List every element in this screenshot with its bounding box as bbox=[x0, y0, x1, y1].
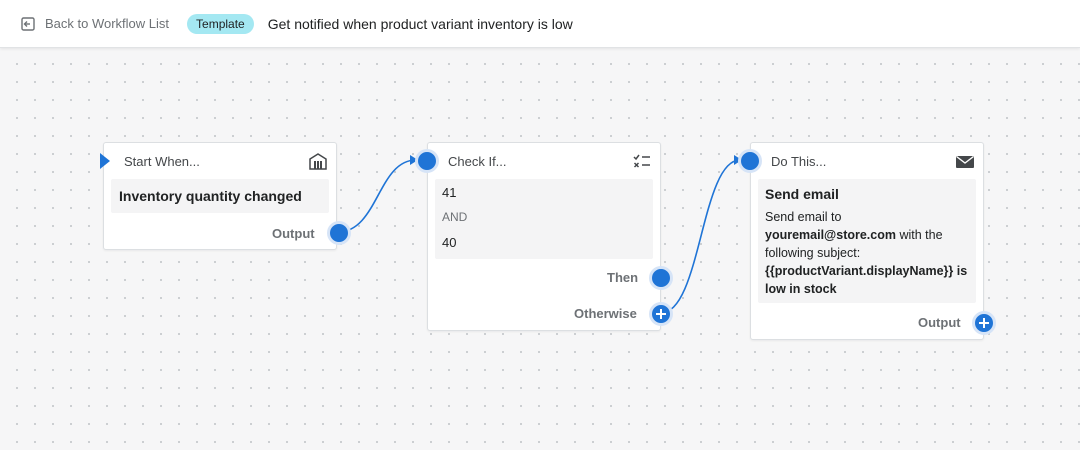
mail-icon bbox=[956, 155, 974, 168]
action-email: youremail@store.com bbox=[765, 228, 896, 242]
otherwise-port-add-icon[interactable] bbox=[649, 302, 673, 326]
action-input-port[interactable] bbox=[738, 149, 762, 173]
condition-operator: AND bbox=[442, 210, 468, 224]
condition-input-port[interactable] bbox=[415, 149, 439, 173]
exit-icon bbox=[21, 16, 35, 31]
condition-header: Check If... bbox=[428, 143, 660, 179]
action-subject: {{productVariant.displayName}} is low in… bbox=[765, 264, 968, 296]
trigger-header: Start When... bbox=[104, 143, 336, 179]
action-box: Send email Send email to youremail@store… bbox=[758, 179, 976, 303]
page-title: Get notified when product variant invent… bbox=[267, 15, 573, 32]
back-to-workflow-list-link[interactable]: Back to Workflow List bbox=[20, 16, 169, 32]
back-link-label: Back to Workflow List bbox=[45, 16, 170, 31]
trigger-output-label: Output bbox=[272, 226, 315, 241]
condition-header-label: Check If... bbox=[448, 153, 507, 169]
condition-node[interactable]: Check If... 41 AND 40 Then Otherwise bbox=[427, 142, 661, 331]
store-icon bbox=[309, 153, 327, 170]
action-desc-mid: with the following subject: bbox=[765, 228, 943, 260]
action-description: Send email to youremail@store.com with t… bbox=[765, 208, 969, 298]
then-port[interactable] bbox=[649, 266, 673, 290]
checklist-icon bbox=[633, 154, 650, 168]
condition-value-1: 41 bbox=[442, 185, 457, 200]
trigger-node[interactable]: Start When... Inventory quantity changed… bbox=[100, 142, 337, 250]
trigger-output-port[interactable] bbox=[327, 221, 351, 245]
template-badge: Template bbox=[187, 13, 254, 34]
then-label: Then bbox=[607, 270, 639, 285]
action-header: Do This... bbox=[751, 143, 983, 179]
trigger-event-box: Inventory quantity changed bbox=[111, 179, 329, 213]
action-header-label: Do This... bbox=[771, 153, 827, 169]
start-marker-icon bbox=[100, 153, 110, 169]
top-bar: Back to Workflow List Template Get notif… bbox=[0, 0, 1080, 48]
action-node[interactable]: Do This... Send email Send email to your… bbox=[750, 142, 984, 340]
otherwise-label: Otherwise bbox=[574, 306, 637, 321]
trigger-header-label: Start When... bbox=[124, 153, 200, 169]
condition-value-2: 40 bbox=[442, 235, 457, 250]
action-output-port-add-icon[interactable] bbox=[972, 311, 996, 335]
trigger-event: Inventory quantity changed bbox=[119, 188, 302, 204]
action-title: Send email bbox=[765, 186, 839, 202]
action-output-label: Output bbox=[918, 315, 961, 330]
condition-box: 41 AND 40 bbox=[435, 179, 653, 259]
action-desc-prefix: Send email to bbox=[765, 210, 842, 224]
